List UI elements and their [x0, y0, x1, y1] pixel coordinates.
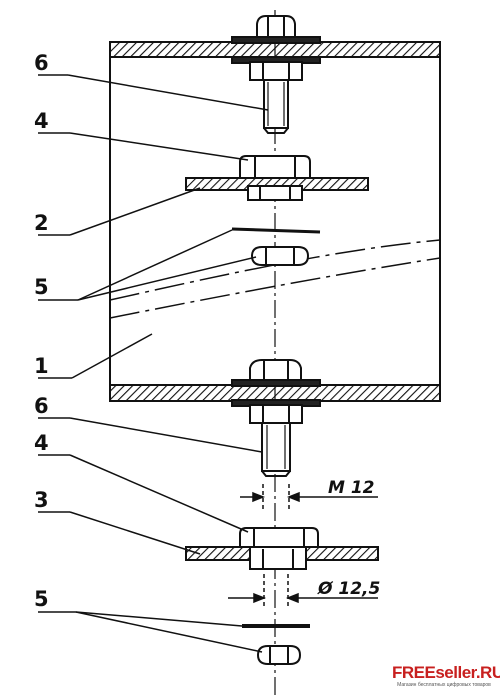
callout-4-top: 4: [34, 109, 49, 133]
bracket-plate-3: [185, 546, 379, 570]
callout-6-top: 6: [34, 51, 49, 75]
top-nut: [239, 155, 311, 179]
watermark: FREEseller.RU Магазин бесплатных цифровы…: [392, 663, 500, 689]
break-line-upper: [109, 239, 441, 301]
break-line-lower: [109, 257, 441, 319]
bottom-nut: [239, 527, 319, 548]
hole-diameter-label: Ø 12,5: [317, 579, 380, 599]
callout-2: 2: [34, 211, 49, 235]
bottom-washer-upper: [231, 379, 321, 387]
top-small-nut: [250, 246, 310, 266]
watermark-brand: FREEseller.RU: [392, 663, 500, 682]
callout-1: 1: [34, 354, 49, 378]
bottom-bolt-head: [249, 359, 302, 382]
bottom-bolt-shank: [261, 422, 291, 472]
callout-6-bottom: 6: [34, 394, 49, 418]
callout-5-bottom: 5: [34, 587, 49, 611]
hole-diameter-dimension: [228, 574, 378, 608]
bottom-nut-under-flange: [249, 404, 303, 424]
bottom-washer-nut-5: [242, 624, 310, 665]
watermark-tagline: Магазин бесплатных цифровых товаров: [397, 682, 491, 688]
callout-5-top: 5: [34, 275, 49, 299]
m12-dimension: [240, 484, 378, 512]
top-spring-washer: [231, 227, 321, 234]
bottom-bolt-assembly: [231, 359, 321, 477]
top-washer-upper: [231, 36, 321, 44]
leader-lines: [38, 74, 269, 653]
bottom-small-nut: [256, 645, 302, 665]
bracket-plate-2: [185, 177, 369, 201]
callout-4-bottom: 4: [34, 431, 49, 455]
top-washer-nut-5: [231, 227, 321, 266]
top-bolt-assembly: [231, 15, 321, 134]
top-bolt-head: [256, 15, 296, 39]
thread-size-label: M 12: [328, 478, 375, 498]
top-nut-under-flange: [249, 61, 303, 81]
callout-3: 3: [34, 488, 49, 512]
